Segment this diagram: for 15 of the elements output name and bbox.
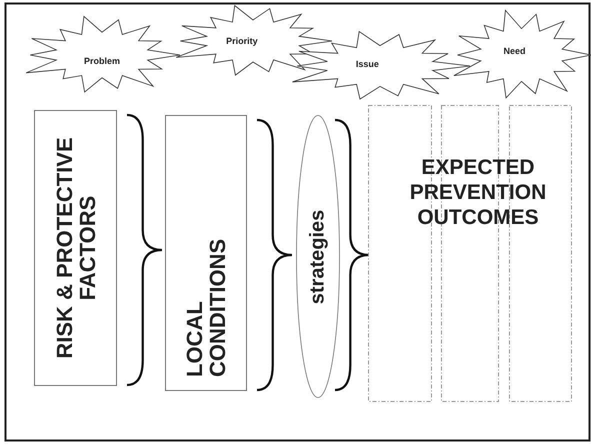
node-label: Problem [84,56,120,66]
outcome-label: EXPECTED PREVENTION OUTCOMES [408,155,548,231]
node-label: Need [504,46,526,56]
node-label: RISK & PROTECTIVE FACTORS [52,136,99,361]
node-label: LOCAL CONDITIONS [182,238,230,379]
process-box [34,110,117,386]
ellipse-shape [296,115,340,398]
starburst-shape [452,11,591,99]
starburst-shape [24,17,180,93]
starburst-shape [174,6,332,76]
node-label: strategies [308,208,328,306]
node-label: Priority [226,36,258,46]
starburst-shape [290,32,470,100]
process-box [165,115,247,391]
node-label: Issue [356,58,379,69]
